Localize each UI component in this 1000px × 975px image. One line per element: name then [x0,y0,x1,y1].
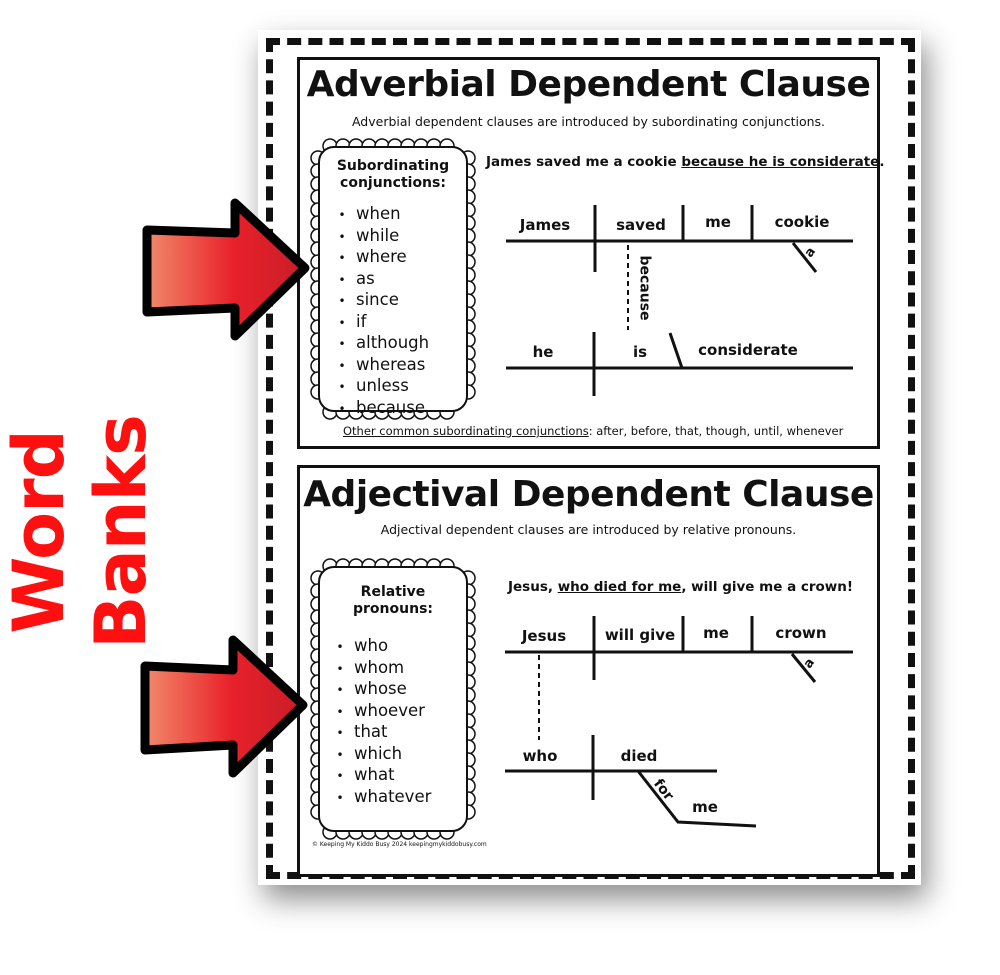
word-bank-item: whoever [326,701,466,723]
adverbial-title: Adverbial Dependent Clause [306,64,871,105]
dependent-clause: because he is considerate [681,154,880,170]
word-bank-item: that [326,722,466,744]
word-bank-item: unless [328,376,466,398]
arrow-right-icon [142,198,310,341]
diagram-word: me [703,624,729,642]
diagram-word: he [532,343,554,361]
adverbial-diagram-lines [506,205,853,396]
word-bank-item: if [328,312,466,334]
adverbial-example-sentence: James saved me a cookie because he is co… [486,154,884,170]
adjectival-diagram-lines [505,616,853,828]
adjectival-title: Adjectival Dependent Clause [303,474,874,515]
diagram-word: died [620,747,658,765]
note-list: : after, before, that, though, until, wh… [588,424,844,438]
word-bank-item: which [326,744,466,766]
word-bank-item: since [328,290,466,312]
word-bank-item: whom [326,658,466,680]
diagram-word: me [692,798,718,816]
adjectival-subtitle: Adjectival dependent clauses are introdu… [380,522,797,537]
note-label: Other common subordinating conjunctions [343,424,589,438]
diagram-word: crown [775,624,827,642]
word-bank-item: whereas [328,355,466,377]
pronoun-list: whowhomwhosewhoeverthatwhichwhatwhatever [320,636,466,808]
word-bank-item: what [326,765,466,787]
sentence-text: James saved me a cookie [486,154,682,170]
diagram-word: cookie [774,213,830,231]
arrow-right-icon [140,635,308,778]
subordinating-conjunctions-bank: Subordinating conjunctions: whenwhilewhe… [318,146,468,417]
bank-heading: Relative pronouns: [353,584,433,617]
word-bank-item: because [328,398,466,420]
other-conjunctions-note: Other common subordinating conjunctions:… [343,424,843,438]
adjectival-example-sentence: Jesus, who died for me, will give me a c… [508,579,853,595]
bank-heading: Subordinating conjunctions: [336,158,450,191]
sentence-end: . [879,154,885,170]
diagram-word: who [522,747,558,765]
diagram-word: considerate [698,341,798,359]
word-bank-item: where [328,247,466,269]
sentence-end: , will give me a crown! [681,579,854,595]
conjunction-list: whenwhilewhereassinceifalthoughwhereasun… [320,204,466,419]
diagram-word: saved [616,216,666,234]
word-bank-item: whose [326,679,466,701]
sentence-text: Jesus, [508,579,558,595]
diagram-word: will give [604,626,676,644]
relative-pronouns-bank: Relative pronouns: whowhomwhosewhoeverth… [318,566,468,832]
word-bank-item: who [326,636,466,658]
word-bank-item: although [328,333,466,355]
word-bank-item: while [328,226,466,248]
diagram-word: is [632,343,648,361]
copyright-footer: © Keeping My Kiddo Busy 2024 keepingmyki… [312,841,487,848]
dependent-clause: who died for me [557,579,682,595]
diagram-word: Jesus [521,627,567,645]
diagram-word: me [705,213,731,231]
diagram-word: James [519,216,571,234]
word-bank-item: whatever [326,787,466,809]
word-bank-item: when [328,204,466,226]
diagram-word: because [636,255,653,321]
adverbial-subtitle: Adverbial dependent clauses are introduc… [351,114,826,129]
word-bank-item: as [328,269,466,291]
